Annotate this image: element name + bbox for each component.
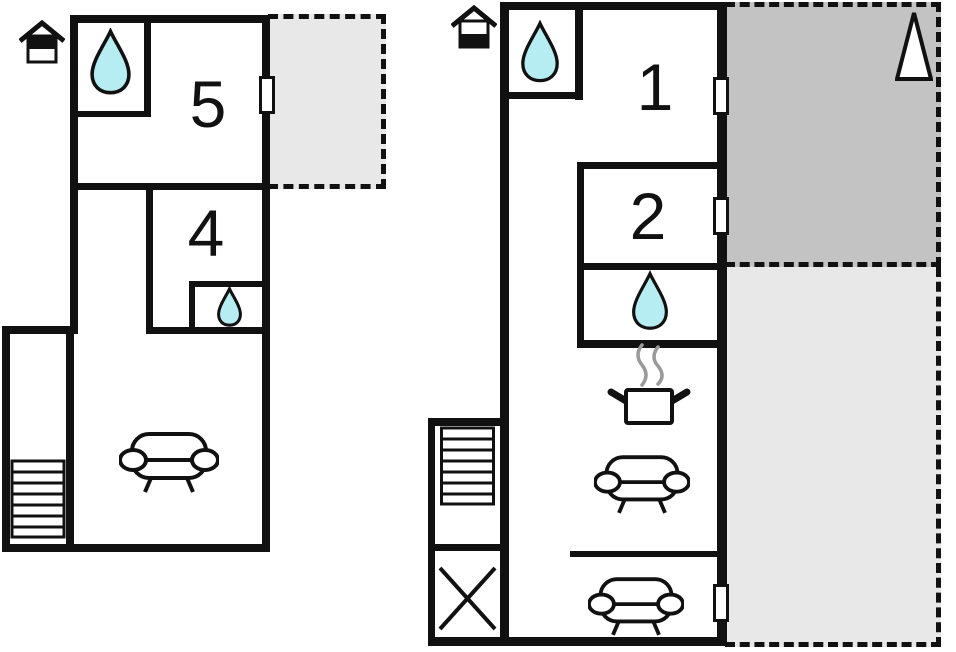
wall <box>577 162 717 169</box>
room-label-1: 1 <box>636 50 674 124</box>
wall <box>189 281 270 287</box>
wall <box>577 263 717 270</box>
terrace-dashed-area <box>725 267 941 647</box>
wall <box>570 551 717 557</box>
sofa-icon <box>594 455 690 514</box>
wall <box>500 2 509 646</box>
wall <box>144 15 151 117</box>
door-marker <box>713 77 729 115</box>
wall <box>72 111 151 117</box>
shower-icon <box>632 270 668 330</box>
wall <box>70 183 270 190</box>
wall <box>577 162 584 347</box>
house-upper-floor-icon <box>19 20 65 64</box>
x-mark-icon <box>438 566 497 631</box>
room-label-4: 4 <box>187 196 225 270</box>
terrace-dashed-area <box>268 14 386 189</box>
wall <box>428 418 508 426</box>
shower-icon <box>90 28 131 95</box>
wall <box>717 2 727 646</box>
sofa-icon <box>119 432 219 493</box>
wall <box>577 340 717 348</box>
wall <box>70 15 78 333</box>
wall <box>508 92 583 99</box>
wall <box>2 326 10 552</box>
stove-pot-icon <box>607 343 691 425</box>
door-marker <box>713 197 729 235</box>
room-label-5: 5 <box>189 67 227 141</box>
wall <box>2 544 270 552</box>
wall <box>66 327 74 552</box>
door-marker <box>713 584 729 622</box>
shower-icon <box>217 287 242 327</box>
house-ground-floor-icon <box>451 5 497 49</box>
stairs-icon <box>10 459 66 539</box>
door-marker <box>259 76 275 114</box>
shower-icon <box>521 20 559 83</box>
wall <box>575 2 583 100</box>
room-label-2: 2 <box>629 179 667 253</box>
stairs-icon <box>440 426 495 506</box>
wall <box>2 326 78 334</box>
sofa-icon <box>588 577 684 636</box>
wall <box>189 281 195 334</box>
wall <box>428 637 727 646</box>
wall <box>502 2 727 10</box>
triangle-marker-icon <box>895 12 933 81</box>
wall <box>428 418 435 646</box>
wall <box>146 327 270 334</box>
wall <box>70 15 270 23</box>
wall <box>428 544 507 551</box>
wall <box>146 183 153 333</box>
